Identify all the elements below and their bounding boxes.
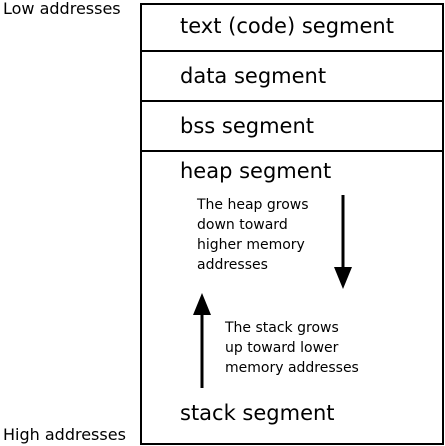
high-addresses-label: High addresses bbox=[3, 425, 126, 444]
heap-segment-label: heap segment bbox=[180, 159, 332, 183]
data-segment: data segment bbox=[142, 52, 442, 102]
bss-segment: bss segment bbox=[142, 102, 442, 152]
stack-note-line: The stack grows bbox=[225, 320, 339, 336]
bss-segment-label: bss segment bbox=[180, 114, 314, 138]
stack-note-line: memory addresses bbox=[225, 360, 359, 376]
heap-note-line: The heap grows bbox=[197, 197, 309, 213]
stack-growth-note: The stack grows up toward lower memory a… bbox=[225, 318, 359, 378]
heap-note-line: addresses bbox=[197, 257, 268, 273]
stack-note-line: up toward lower bbox=[225, 340, 339, 356]
text-segment-label: text (code) segment bbox=[180, 14, 394, 38]
stack-up-arrow-icon bbox=[193, 293, 211, 388]
data-segment-label: data segment bbox=[180, 64, 327, 88]
low-addresses-label: Low addresses bbox=[3, 0, 121, 18]
heap-growth-note: The heap grows down toward higher memory… bbox=[197, 195, 309, 275]
text-segment: text (code) segment bbox=[142, 5, 442, 52]
heap-down-arrow-icon bbox=[334, 195, 352, 289]
stack-segment-label: stack segment bbox=[180, 401, 335, 425]
memory-layout-diagram: text (code) segment data segment bss seg… bbox=[140, 3, 444, 445]
heap-note-line: higher memory bbox=[197, 237, 305, 253]
heap-note-line: down toward bbox=[197, 217, 288, 233]
